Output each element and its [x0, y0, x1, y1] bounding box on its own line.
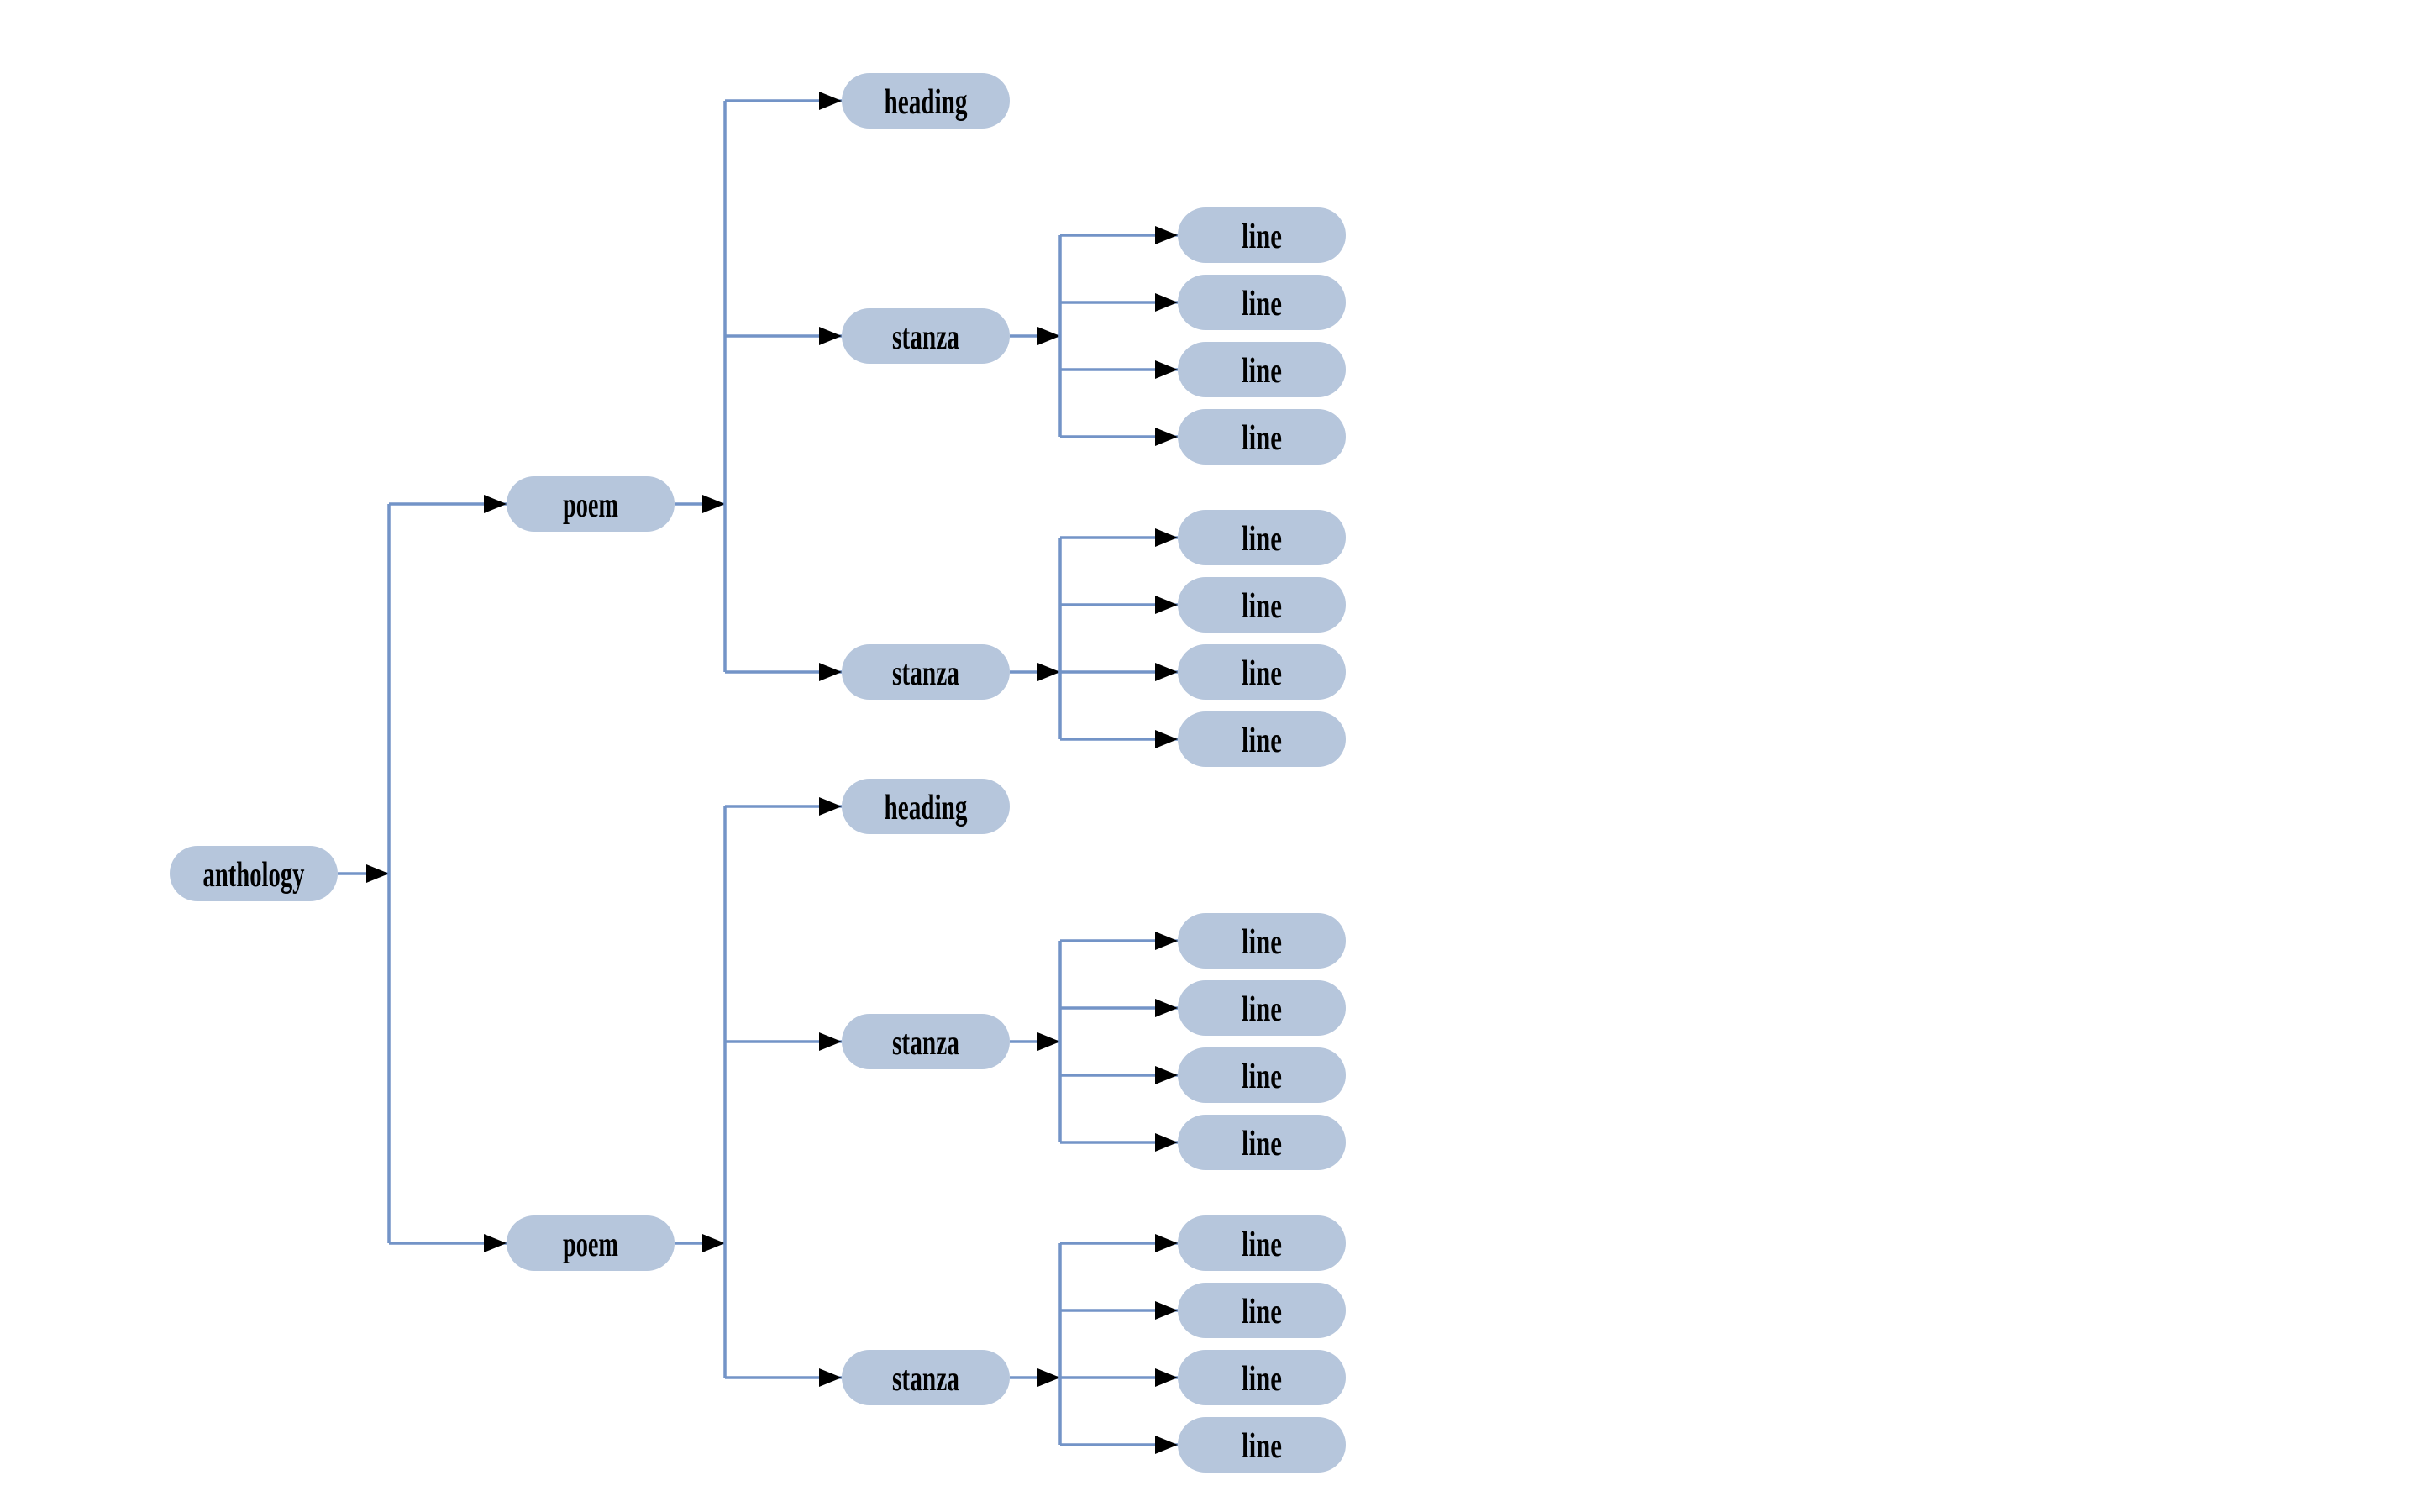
stanza2-line1-node: line: [1178, 510, 1346, 565]
stanza1-node-label: stanza: [892, 318, 959, 357]
stanza1-line4-node: line: [1178, 409, 1346, 465]
stanza1-line2-node: line: [1178, 275, 1346, 330]
stanza3-line2-node-label: line: [1242, 990, 1282, 1029]
stanza3-line4-node-pill: [1178, 1115, 1346, 1170]
stanza1-line3-node: line: [1178, 342, 1346, 397]
stanza2-line2-node-pill: [1178, 577, 1346, 633]
stanza1-line2-node-label: line: [1242, 285, 1282, 323]
stanza2-node-pill: [842, 644, 1010, 700]
poem2-node-pill: [507, 1215, 675, 1271]
stanza2-node-label: stanza: [892, 654, 959, 693]
edges-layer: [338, 92, 1178, 1454]
stanza1-node-pill: [842, 308, 1010, 364]
stanza3-line1-node: line: [1178, 913, 1346, 969]
heading2-node: heading: [842, 779, 1010, 834]
stanza2-line2-node-label: line: [1242, 587, 1282, 626]
heading2-node-label: heading: [885, 789, 968, 827]
stanza1-line4-node-label: line: [1242, 419, 1282, 458]
stanza3-line1-node-pill: [1178, 913, 1346, 969]
stanza2-line1-node-label: line: [1242, 520, 1282, 559]
nodes-layer: anthology poem poem heading stanza stanz…: [170, 73, 1346, 1473]
stanza3-node-pill: [842, 1014, 1010, 1069]
heading1-node-label: heading: [885, 83, 968, 122]
stanza2-node: stanza: [842, 644, 1010, 700]
stanza4-line4-node-label: line: [1242, 1427, 1282, 1466]
stanza1-line3-node-pill: [1178, 342, 1346, 397]
stanza2-line3-node-pill: [1178, 644, 1346, 700]
stanza1-line3-node-label: line: [1242, 352, 1282, 391]
stanza4-node-pill: [842, 1350, 1010, 1405]
poem2-node: poem: [507, 1215, 675, 1271]
stanza3-line3-node-label: line: [1242, 1058, 1282, 1096]
stanza4-line1-node-pill: [1178, 1215, 1346, 1271]
poem1-node-label: poem: [563, 486, 618, 525]
stanza2-line3-node: line: [1178, 644, 1346, 700]
stanza4-line2-node: line: [1178, 1283, 1346, 1338]
stanza1-line4-node-pill: [1178, 409, 1346, 465]
stanza4-line3-node: line: [1178, 1350, 1346, 1405]
stanza3-line1-node-label: line: [1242, 923, 1282, 962]
stanza1-node: stanza: [842, 308, 1010, 364]
stanza2-line4-node-label: line: [1242, 722, 1282, 760]
stanza2-line4-node-pill: [1178, 711, 1346, 767]
stanza2-line1-node-pill: [1178, 510, 1346, 565]
stanza3-line4-node: line: [1178, 1115, 1346, 1170]
poem1-node: poem: [507, 476, 675, 532]
anthology-node-label: anthology: [203, 856, 305, 895]
stanza4-node: stanza: [842, 1350, 1010, 1405]
poem1-node-pill: [507, 476, 675, 532]
stanza4-line1-node: line: [1178, 1215, 1346, 1271]
stanza4-line4-node: line: [1178, 1417, 1346, 1473]
stanza1-line2-node-pill: [1178, 275, 1346, 330]
anthology-node: anthology: [170, 846, 338, 901]
stanza4-node-label: stanza: [892, 1360, 959, 1399]
stanza1-line1-node-pill: [1178, 207, 1346, 263]
stanza2-line4-node: line: [1178, 711, 1346, 767]
anthology-node-pill: [170, 846, 338, 901]
stanza4-line1-node-label: line: [1242, 1226, 1282, 1264]
stanza3-line2-node: line: [1178, 980, 1346, 1036]
stanza3-node: stanza: [842, 1014, 1010, 1069]
stanza3-node-label: stanza: [892, 1024, 959, 1063]
stanza1-line1-node: line: [1178, 207, 1346, 263]
stanza4-line2-node-pill: [1178, 1283, 1346, 1338]
stanza1-line1-node-label: line: [1242, 218, 1282, 256]
stanza3-line3-node: line: [1178, 1047, 1346, 1103]
stanza3-line2-node-pill: [1178, 980, 1346, 1036]
stanza2-line2-node: line: [1178, 577, 1346, 633]
stanza4-line2-node-label: line: [1242, 1293, 1282, 1331]
stanza4-line4-node-pill: [1178, 1417, 1346, 1473]
stanza3-line3-node-pill: [1178, 1047, 1346, 1103]
stanza3-line4-node-label: line: [1242, 1125, 1282, 1163]
heading1-node: heading: [842, 73, 1010, 129]
heading2-node-pill: [842, 779, 1010, 834]
stanza4-line3-node-pill: [1178, 1350, 1346, 1405]
heading1-node-pill: [842, 73, 1010, 129]
stanza2-line3-node-label: line: [1242, 654, 1282, 693]
poem2-node-label: poem: [563, 1226, 618, 1264]
stanza4-line3-node-label: line: [1242, 1360, 1282, 1399]
